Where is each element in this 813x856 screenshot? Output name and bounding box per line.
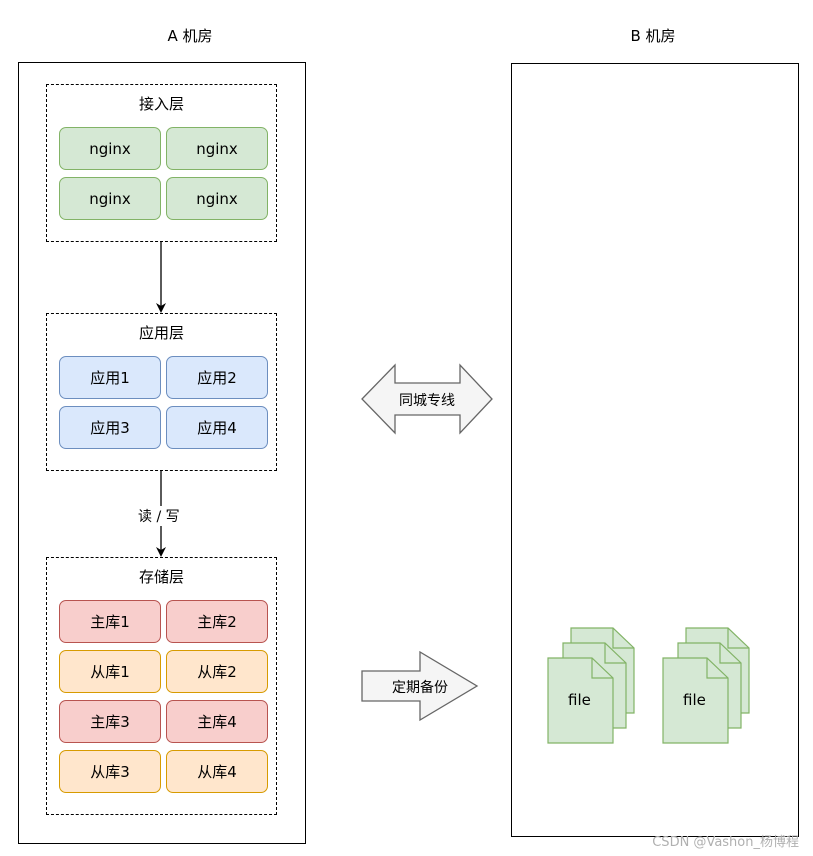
nginx-node-3: nginx bbox=[59, 177, 161, 220]
dedicated-line-label: 同城专线 bbox=[399, 393, 455, 409]
access-layer: 接入层 nginx nginx nginx nginx bbox=[46, 84, 277, 242]
master-db-3: 主库3 bbox=[59, 700, 161, 743]
file-label-2: file bbox=[683, 691, 706, 709]
app-node-3: 应用3 bbox=[59, 406, 161, 449]
file-stack-icon-2 bbox=[662, 627, 750, 744]
nginx-node-4: nginx bbox=[166, 177, 268, 220]
master-db-1: 主库1 bbox=[59, 600, 161, 643]
access-layer-title: 接入层 bbox=[138, 95, 184, 113]
master-db-4: 主库4 bbox=[166, 700, 268, 743]
nginx-node-2: nginx bbox=[166, 127, 268, 170]
app-node-1: 应用1 bbox=[59, 356, 161, 399]
slave-db-4: 从库4 bbox=[166, 750, 268, 793]
slave-db-3: 从库3 bbox=[59, 750, 161, 793]
file-label-1: file bbox=[568, 691, 591, 709]
storage-layer: 存储层 主库1 主库2 从库1 从库2 主库3 主库4 从库3 从库4 bbox=[46, 557, 277, 815]
master-db-2: 主库2 bbox=[166, 600, 268, 643]
storage-layer-title: 存储层 bbox=[138, 568, 184, 586]
slave-db-2: 从库2 bbox=[166, 650, 268, 693]
app-node-4: 应用4 bbox=[166, 406, 268, 449]
room-b-title: B 机房 bbox=[630, 27, 676, 45]
backup-label: 定期备份 bbox=[392, 680, 448, 696]
nginx-node-1: nginx bbox=[59, 127, 161, 170]
slave-db-1: 从库1 bbox=[59, 650, 161, 693]
app-layer: 应用层 应用1 应用2 应用3 应用4 bbox=[46, 313, 277, 471]
app-layer-title: 应用层 bbox=[138, 324, 184, 342]
read-write-label: 读 / 写 bbox=[136, 506, 182, 526]
backup-arrow-icon bbox=[361, 650, 479, 722]
file-stack-icon-1 bbox=[547, 627, 635, 744]
room-a-title: A 机房 bbox=[167, 27, 213, 45]
watermark: CSDN @Vashon_杨博程 bbox=[652, 835, 799, 850]
dedicated-line-arrow-icon bbox=[361, 363, 493, 435]
app-node-2: 应用2 bbox=[166, 356, 268, 399]
